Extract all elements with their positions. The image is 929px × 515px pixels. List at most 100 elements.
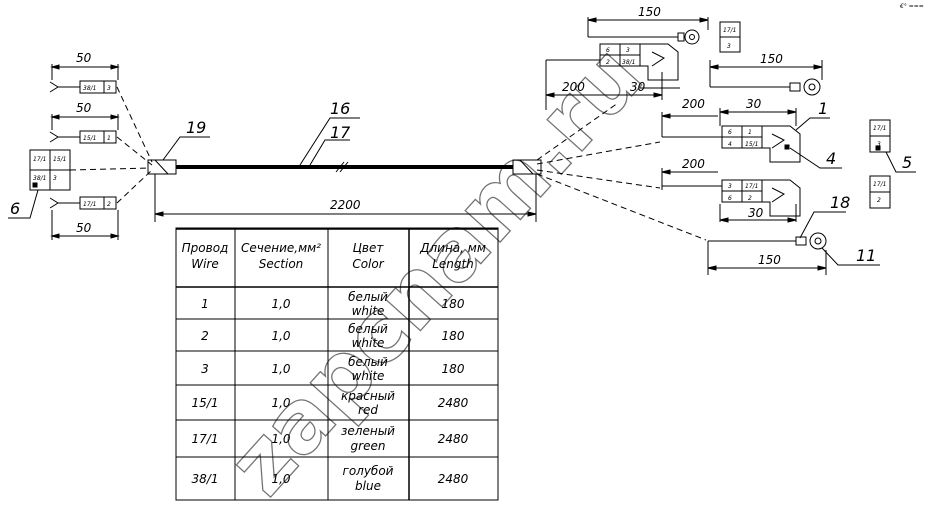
- cell-color-en: white: [352, 304, 385, 318]
- dimension-labels: 50 50 50 2200 150 150 200 30 200 30 200 …: [76, 5, 783, 267]
- cell-length: 180: [442, 329, 465, 343]
- header-length-ru: Длина, мм: [419, 241, 486, 255]
- callout-4: 4: [826, 149, 836, 168]
- cell-section: 1,0: [271, 432, 290, 446]
- cell-wire: 17/1: [192, 432, 219, 446]
- dim-right-top: 150: [638, 5, 661, 19]
- cell-section: 1,0: [271, 329, 290, 343]
- dim-right-30-c: 30: [748, 206, 764, 220]
- callout-18: 18: [830, 193, 850, 212]
- cell-length: 180: [442, 362, 465, 376]
- left-connector-mid: [49, 114, 120, 144]
- cell-section: 1,0: [271, 472, 290, 486]
- cell-section: 1,0: [271, 362, 290, 376]
- cell-color-en: green: [351, 439, 386, 453]
- cell-wire: 3: [201, 362, 209, 376]
- cell-length: 2480: [438, 432, 469, 446]
- header-color-en: Color: [352, 257, 384, 271]
- cell-wire: 38/1: [192, 472, 219, 486]
- code-small-top-a: 17/1: [723, 27, 736, 34]
- code-left-bottom-b: 2: [107, 201, 111, 208]
- right-low-group: [661, 168, 801, 223]
- right-ring-b: [709, 60, 823, 96]
- header-length-en: Length: [432, 257, 474, 271]
- cell-section: 1,0: [271, 396, 290, 410]
- code-block6-a: 17/1: [33, 156, 46, 163]
- cell-color-en: white: [352, 369, 385, 383]
- cell-color-ru: зеленый: [341, 424, 395, 438]
- cell-color-ru: красный: [341, 389, 395, 403]
- callout-17: 17: [330, 123, 351, 142]
- callout-19: 19: [186, 118, 206, 137]
- cell-color-ru: белый: [348, 355, 388, 369]
- table-row: 1 1,0 белый white 180: [201, 290, 465, 318]
- code-left-mid-b: 1: [107, 135, 111, 142]
- code-p5-low-a: 17/1: [873, 181, 886, 188]
- left-connector-bottom: [49, 196, 120, 240]
- connector-codes: 38/1 3 15/1 1 17/1 2 17/1 15/1 38/1 3 6 …: [33, 27, 886, 208]
- cell-length: 180: [442, 297, 465, 311]
- code-block6-c: 38/1: [33, 175, 46, 182]
- code-p5-top-a: 17/1: [873, 125, 886, 132]
- code-rm-b: 1: [748, 129, 752, 136]
- code-rt-d: 38/1: [622, 59, 635, 66]
- code-rl-d: 2: [748, 195, 752, 202]
- cell-wire: 1: [201, 297, 209, 311]
- right-mid-group: [661, 108, 842, 169]
- header-wire-ru: Провод: [182, 241, 229, 255]
- callout-labels: 16 17 19 6 1 4 5 18 11: [10, 99, 912, 265]
- code-small-top-b: 3: [727, 43, 731, 50]
- code-left-top-b: 3: [107, 85, 111, 92]
- cell-color-en: white: [352, 336, 385, 350]
- code-block6-b: 15/1: [53, 156, 66, 163]
- cell-color-ru: белый: [348, 290, 388, 304]
- left-branches: [69, 86, 153, 204]
- part-5: [869, 119, 916, 209]
- corner-mark: €° ===: [899, 3, 924, 10]
- cell-wire: 2: [201, 329, 209, 343]
- table-row: 17/1 1,0 зеленый green 2480: [192, 424, 469, 453]
- code-rm-c: 4: [728, 141, 732, 148]
- spec-table-grid: [175, 227, 499, 501]
- code-left-top-a: 38/1: [83, 85, 96, 92]
- cell-color-ru: голубой: [343, 464, 394, 478]
- table-row: 3 1,0 белый white 180: [201, 355, 465, 383]
- code-rm-d: 15/1: [745, 141, 758, 148]
- dim-right-30-a: 30: [630, 80, 646, 94]
- code-block6-d: 3: [53, 175, 57, 182]
- code-rt-b: 3: [626, 47, 630, 54]
- code-rt-a: 6: [606, 47, 610, 54]
- callout-16: 16: [330, 99, 350, 118]
- dim-left-bottom: 50: [76, 221, 92, 235]
- cell-color-en: blue: [355, 479, 381, 493]
- code-rl-b: 17/1: [745, 183, 758, 190]
- right-branches: [536, 102, 707, 241]
- code-p5-low-b: 2: [877, 197, 881, 204]
- main-harness: [147, 117, 542, 222]
- cell-length: 2480: [438, 472, 469, 486]
- header-color-ru: Цвет: [353, 241, 385, 255]
- dim-right-30-b: 30: [746, 97, 762, 111]
- right-ring-c: [707, 211, 880, 275]
- block-6: [8, 149, 71, 219]
- table-row: 2 1,0 белый white 180: [201, 322, 465, 350]
- table-row: 38/1 1,0 голубой blue 2480: [192, 464, 469, 493]
- dim-left-mid: 50: [76, 101, 92, 115]
- code-left-bottom-a: 17/1: [83, 201, 96, 208]
- header-wire-en: Wire: [191, 257, 219, 271]
- dim-right-200-b: 200: [682, 97, 705, 111]
- callout-1: 1: [818, 99, 828, 118]
- dim-right-150-c: 150: [758, 253, 781, 267]
- callout-11: 11: [856, 246, 876, 265]
- cell-color-en: red: [358, 403, 378, 417]
- spec-table: Провод Wire Сечение,мм² Section Цвет Col…: [182, 241, 486, 493]
- dim-right-200-c: 200: [682, 157, 705, 171]
- code-rm-a: 6: [728, 129, 732, 136]
- dim-main-length: 2200: [330, 198, 361, 212]
- dim-left-top: 50: [76, 51, 92, 65]
- header-section-ru: Сечение,мм²: [241, 241, 321, 255]
- dim-right-200-a: 200: [562, 80, 585, 94]
- cell-length: 2480: [438, 396, 469, 410]
